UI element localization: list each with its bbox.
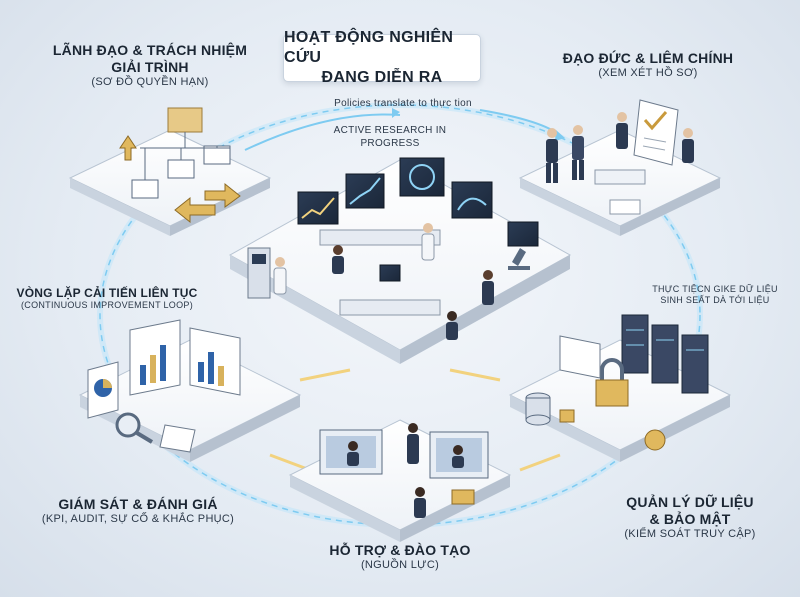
platform-ethics	[518, 99, 722, 236]
label-leadership: LÃNH ĐẠO & TRÁCH NHIỆM GIẢI TRÌNH (SƠ ĐỒ…	[40, 42, 260, 89]
center-caption: ACTIVE RESEARCH IN PROGRESS	[330, 125, 450, 150]
label-ethics: ĐẠO ĐỨC & LIÊM CHÍNH (XEM XÉT HỒ SƠ)	[548, 50, 748, 80]
document-check-icon	[633, 99, 679, 166]
training-title: HỖ TRỢ & ĐÀO TẠO	[329, 542, 471, 558]
data-security-title-2: & BẢO MẬT	[649, 510, 731, 527]
arrow-icon	[119, 135, 241, 224]
data-practice-line2: SINH SEẤT DÀ TỚI LIỆU	[660, 295, 770, 306]
data-security-sub: (KIỂM SOÁT TRUY CẬP)	[624, 527, 756, 540]
main-title-line2: ĐANG DIỄN RA	[321, 69, 443, 86]
center-caption-line2: PROGRESS	[360, 137, 420, 149]
leadership-sub: (SƠ ĐỒ QUYỀN HẠN)	[91, 75, 209, 88]
ethics-title: ĐẠO ĐỨC & LIÊM CHÍNH	[562, 50, 734, 66]
main-title-box: HOẠT ĐỘNG NGHIÊN CỨU ĐANG DIỄN RA	[283, 29, 481, 86]
monitoring-title: GIÁM SÁT & ĐÁNH GIÁ	[58, 496, 218, 512]
ethics-sub: (XEM XÉT HỒ SƠ)	[598, 66, 698, 79]
org-chart-icon	[131, 107, 231, 199]
trainers	[347, 423, 475, 518]
leadership-title-1: LÃNH ĐẠO & TRÁCH NHIỆM	[52, 42, 248, 58]
server-rack-icon	[621, 314, 709, 394]
platform-monitoring	[78, 319, 302, 462]
monitor-icon	[297, 157, 539, 247]
platform-leadership	[68, 107, 272, 236]
improvement-title: VÒNG LẶP CẢI TIẾN LIÊN TỤC	[16, 286, 198, 300]
magnifier-icon	[115, 412, 196, 453]
platform-data-security	[508, 314, 732, 462]
label-data-security: QUẢN LÝ DỮ LIỆU & BẢO MẬT (KIỂM SOÁT TRU…	[590, 494, 790, 541]
platform-center	[228, 157, 572, 364]
center-caption-line1: ACTIVE RESEARCH IN	[333, 125, 447, 136]
people-icon	[546, 112, 694, 215]
main-title-line1: HOẠT ĐỘNG NGHIÊN CỨU	[284, 29, 454, 66]
label-data-practice: THỰC TIỆCN GIKE DỮ LIỆU SINH SEẤT DÀ TỚI…	[640, 284, 790, 307]
label-improvement: VÒNG LẶP CẢI TIẾN LIÊN TỤC (CONTINUOUS I…	[2, 286, 212, 311]
improvement-sub: (CONTINUOUS IMPROVEMENT LOOP)	[20, 300, 194, 311]
database-icon	[525, 335, 666, 451]
leadership-title-2: GIẢI TRÌNH	[111, 58, 189, 75]
lab-bench	[247, 229, 441, 316]
bar-chart-icon	[87, 319, 241, 419]
padlock-icon	[559, 358, 629, 423]
label-monitoring: GIÁM SÁT & ĐÁNH GIÁ (KPI, AUDIT, SỰ CỐ &…	[20, 496, 256, 526]
center-caption-top: Policies translate to thực tion	[334, 98, 472, 109]
researchers	[273, 223, 494, 340]
data-practice-line1: THỰC TIỆCN GIKE DỮ LIỆU	[652, 284, 778, 294]
platform-training	[288, 419, 512, 542]
flow-arrow	[244, 113, 401, 151]
data-security-title-1: QUẢN LÝ DỮ LIỆU	[626, 494, 754, 510]
training-sub: (NGUỒN LỰC)	[360, 558, 440, 571]
label-training: HỖ TRỢ & ĐÀO TẠO (NGUỒN LỰC)	[300, 542, 500, 572]
microscope-icon	[508, 248, 530, 270]
monitoring-sub: (KPI, AUDIT, SỰ CỐ & KHẮC PHỤC)	[41, 512, 235, 525]
